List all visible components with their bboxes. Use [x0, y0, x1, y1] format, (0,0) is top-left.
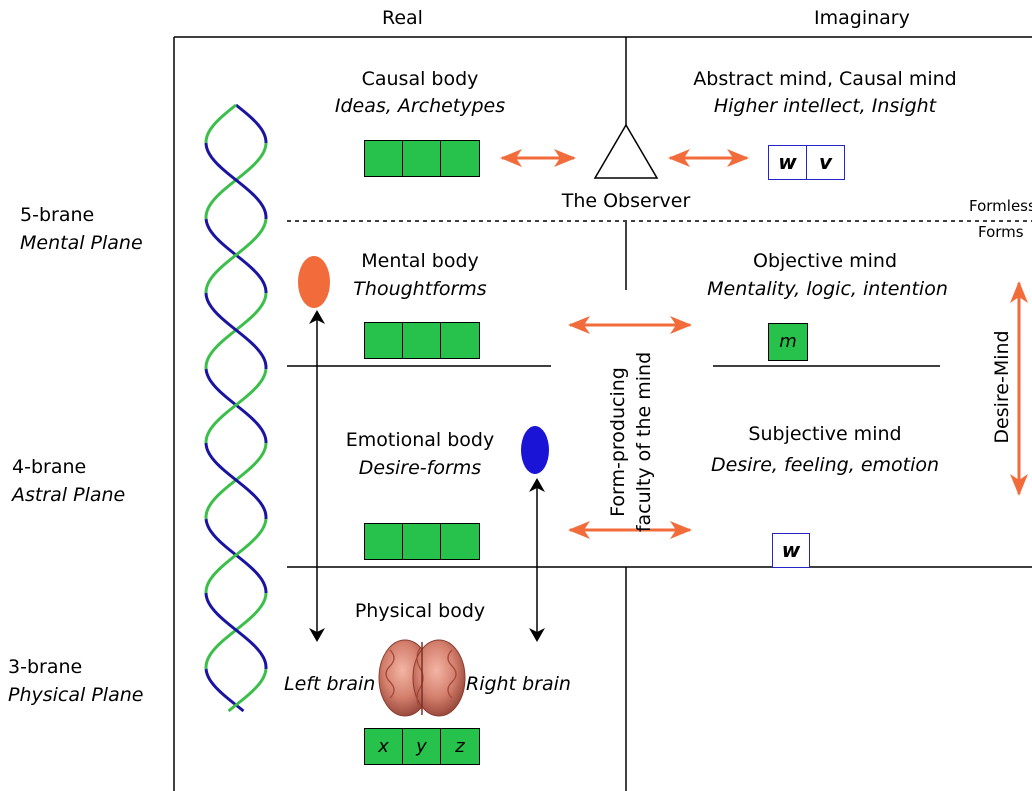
helix-strand — [204, 292, 268, 370]
helix-strand — [204, 218, 268, 294]
plane-3-brane-label: 3-brane — [8, 656, 83, 678]
column-header-real: Real — [382, 7, 423, 29]
plane-4-brane-label: 4-brane — [12, 456, 87, 478]
helix-strand — [204, 592, 268, 670]
causal-body-title: Causal body — [361, 68, 479, 90]
desire-mind-label: Desire-Mind — [991, 330, 1013, 444]
helix-strand — [235, 103, 268, 144]
green-cell — [364, 523, 403, 560]
coord-cell-z: z — [440, 728, 480, 765]
left-brain-label: Left brain — [284, 673, 376, 695]
helix-strand — [204, 518, 268, 594]
formless-label: Formless — [969, 197, 1032, 215]
green-cell — [440, 322, 480, 359]
helix-strand — [204, 442, 268, 520]
subjective-mind-var-box: w — [772, 533, 810, 568]
green-cell — [440, 140, 480, 177]
observer-triangle — [593, 123, 659, 179]
subjective-mind-title: Subjective mind — [748, 423, 902, 445]
form-producing-line1: Form-producing — [607, 367, 629, 517]
abstract-mind-title: Abstract mind, Causal mind — [693, 68, 957, 90]
objective-mind-var-cell: m — [768, 323, 808, 361]
brain-image — [378, 639, 466, 717]
helix-strand — [204, 518, 268, 594]
green-cell — [402, 140, 441, 177]
green-cell — [402, 322, 441, 359]
forms-label: Forms — [978, 223, 1024, 241]
objective-mind-title: Objective mind — [752, 250, 898, 272]
mental-body-ellipse — [298, 256, 330, 308]
form-producing-label: Form-producing faculty of the mind — [605, 347, 659, 537]
plane-5-brane-label: 5-brane — [20, 204, 95, 226]
plane-mental-label: Mental Plane — [20, 232, 143, 254]
helix-strand — [227, 668, 268, 713]
abstract-mind-subtitle: Higher intellect, Insight — [713, 95, 937, 117]
var-box: w — [768, 145, 807, 180]
helix-strand — [204, 668, 245, 713]
right-brain-label: Right brain — [466, 673, 571, 695]
helix-strand — [204, 368, 268, 444]
emotional-body-subtitle: Desire-forms — [358, 457, 482, 479]
helix-strand — [204, 142, 268, 220]
plane-astral-label: Astral Plane — [12, 484, 126, 506]
mental-body-subtitle: Thoughtforms — [353, 278, 487, 300]
mental-body-title: Mental body — [361, 250, 479, 272]
physical-body-title: Physical body — [354, 600, 486, 622]
objective-mind-subtitle: Mentality, logic, intention — [707, 278, 948, 300]
helix-strand — [204, 292, 268, 370]
green-cell — [364, 322, 403, 359]
helix-strand — [204, 368, 268, 444]
observer-label: The Observer — [561, 190, 691, 212]
helix-strand — [204, 592, 268, 670]
subjective-mind-subtitle: Desire, feeling, emotion — [710, 454, 940, 476]
green-cell — [440, 523, 480, 560]
form-producing-line2: faculty of the mind — [633, 351, 655, 533]
helix-strand — [204, 218, 268, 294]
emotional-body-ellipse — [521, 426, 549, 474]
helix-strand — [204, 142, 268, 220]
var-box: v — [806, 145, 845, 180]
dna-helix-icon — [204, 103, 268, 713]
causal-body-subtitle: Ideas, Archetypes — [334, 95, 506, 117]
green-cell — [364, 140, 403, 177]
green-cell — [402, 523, 441, 560]
emotional-body-title: Emotional body — [345, 429, 495, 451]
coord-cell-x: x — [364, 728, 403, 765]
column-header-imaginary: Imaginary — [814, 7, 910, 29]
coord-cell-y: y — [402, 728, 441, 765]
plane-physical-label: Physical Plane — [8, 684, 144, 706]
helix-strand — [204, 103, 237, 144]
helix-strand — [204, 442, 268, 520]
